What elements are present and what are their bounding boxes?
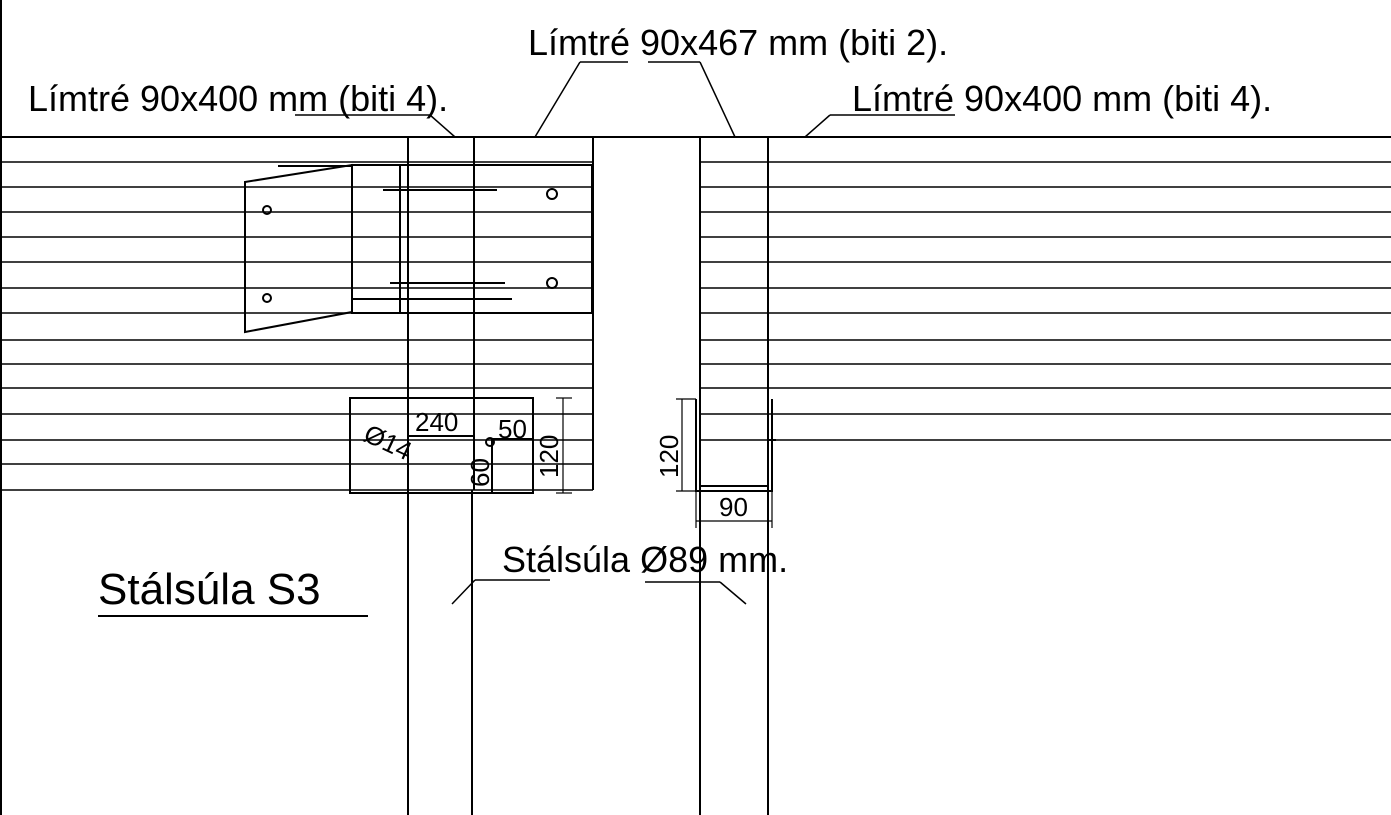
dim-shoe-height: 120 xyxy=(654,435,684,478)
dim-shoe-width: 90 xyxy=(719,492,748,522)
leader-lines xyxy=(295,61,955,605)
dim-plate-width: 240 xyxy=(415,407,458,437)
gusset-plate-left xyxy=(244,163,353,334)
base-plate xyxy=(349,397,534,494)
right-beam-lamellae xyxy=(700,161,1391,441)
dim-plate-height: 120 xyxy=(534,435,564,478)
u-shoe-bracket xyxy=(695,399,776,492)
dimension-lines xyxy=(556,397,773,528)
center-beam-section xyxy=(407,137,769,815)
label-beam-right: Límtré 90x400 mm (biti 4). xyxy=(852,78,1272,119)
dim-offset-60: 60 xyxy=(465,458,495,487)
label-beam-center: Límtré 90x467 mm (biti 2). xyxy=(528,22,948,63)
connector-plate xyxy=(351,164,593,314)
drawing-title: Stálsúla S3 xyxy=(98,565,321,614)
label-column: Stálsúla Ø89 mm. xyxy=(502,539,788,580)
dim-offset-50: 50 xyxy=(498,414,527,444)
label-beam-left: Límtré 90x400 mm (biti 4). xyxy=(28,78,448,119)
